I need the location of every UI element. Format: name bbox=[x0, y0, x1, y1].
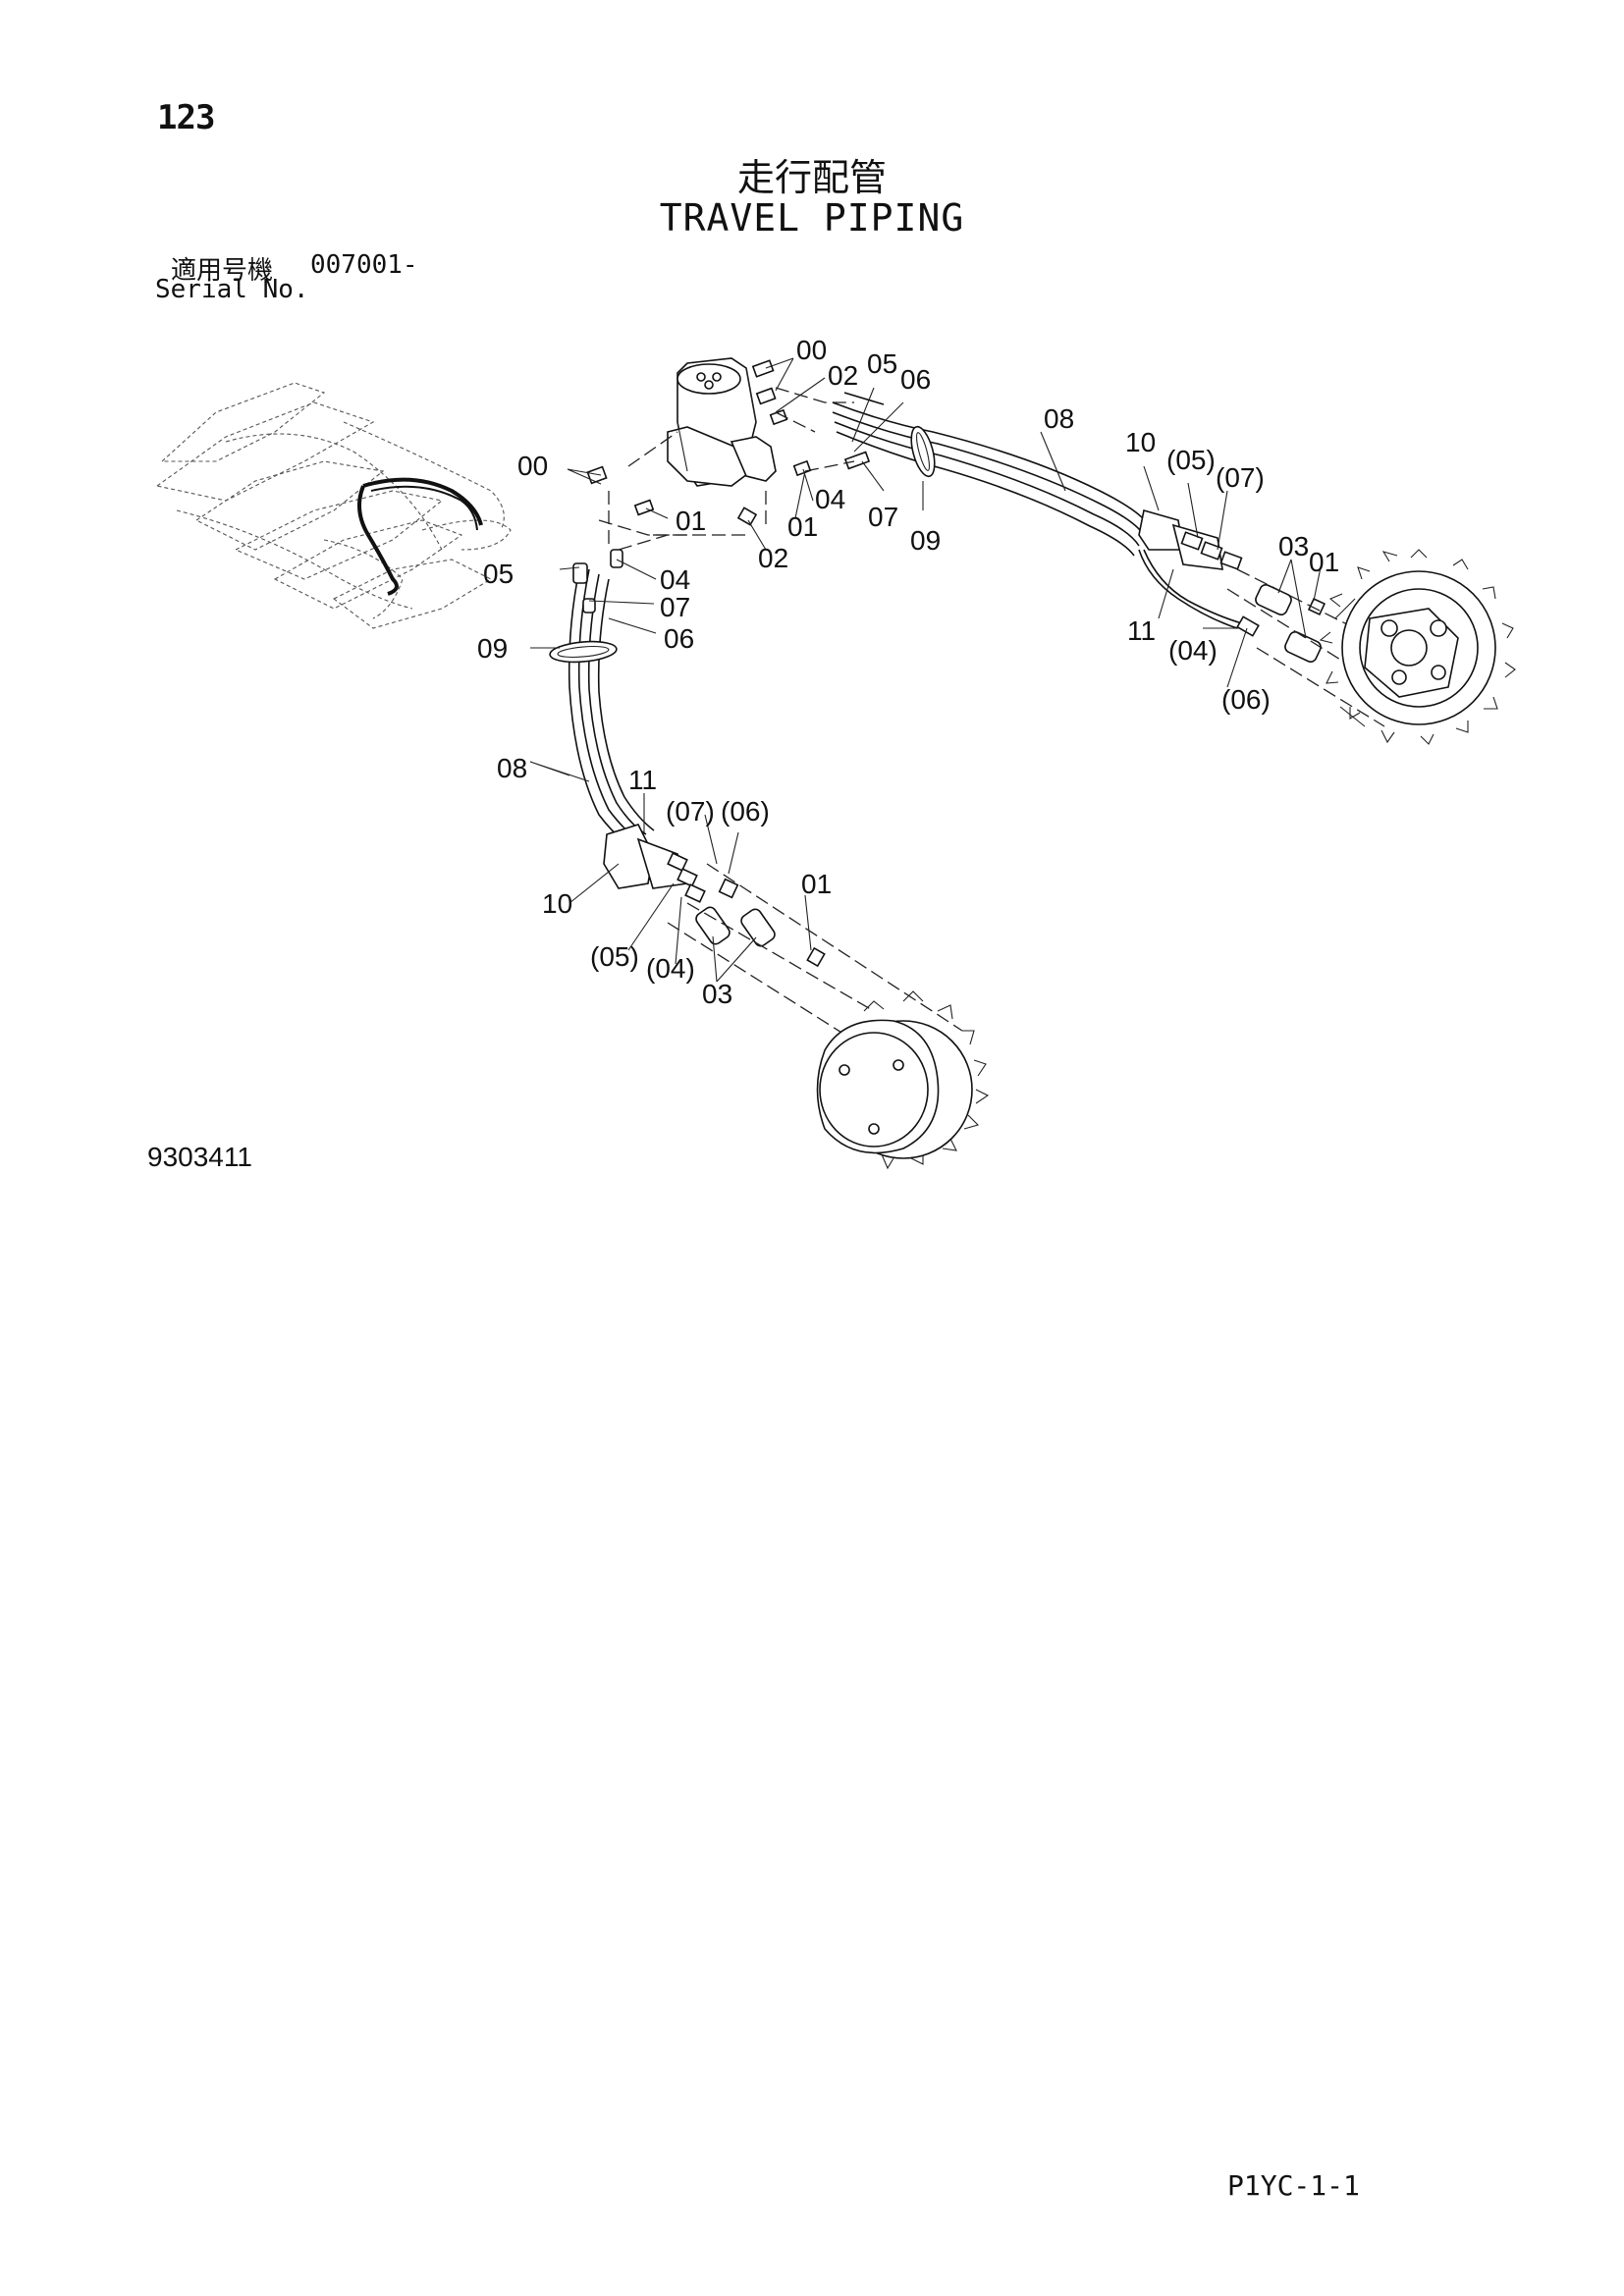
callout-label: 02 bbox=[828, 360, 858, 391]
callout-label: 08 bbox=[497, 753, 527, 783]
callout-label: 02 bbox=[758, 543, 788, 573]
serial-label-japanese: 適用号機 bbox=[171, 256, 274, 286]
drawing-number: 9303411 bbox=[147, 1142, 252, 1172]
serial-number-value: 007001- bbox=[310, 250, 418, 280]
callout-label: 01 bbox=[801, 869, 832, 899]
callout-label: 07 bbox=[660, 592, 690, 622]
callout-labels: 00 02 05 06 08 10 (05) (07) 00 01 04 07 … bbox=[477, 335, 1339, 1009]
leader-lines bbox=[529, 357, 1322, 983]
callout-label: (06) bbox=[1221, 684, 1271, 715]
right-hose-bundle bbox=[832, 392, 1150, 557]
callout-label: 04 bbox=[660, 564, 690, 595]
right-travel-motor bbox=[1319, 549, 1516, 745]
callout-label: 03 bbox=[1278, 531, 1309, 561]
callout-label: 03 bbox=[702, 979, 732, 1009]
callout-label: (04) bbox=[1168, 635, 1218, 666]
callout-label: 07 bbox=[868, 502, 898, 532]
callout-label: 01 bbox=[787, 511, 818, 542]
callout-label: 04 bbox=[815, 484, 845, 514]
page-number: 123 bbox=[157, 98, 215, 137]
serial-label-english: Serial No. bbox=[155, 275, 309, 304]
title-english: TRAVEL PIPING bbox=[659, 196, 965, 240]
right-hose-block bbox=[1138, 508, 1260, 637]
callout-label: 05 bbox=[483, 559, 514, 589]
callout-label: (07) bbox=[1216, 462, 1265, 493]
callout-label: 00 bbox=[796, 335, 827, 365]
callout-label: 10 bbox=[1125, 427, 1156, 457]
left-travel-motor bbox=[816, 990, 990, 1170]
callout-label: 00 bbox=[517, 451, 548, 481]
callout-label: (04) bbox=[646, 953, 695, 984]
left-hose-bundle bbox=[549, 549, 655, 845]
callout-label: 11 bbox=[628, 765, 657, 795]
callout-label: (05) bbox=[1166, 445, 1216, 475]
callout-label: 08 bbox=[1044, 403, 1074, 434]
callout-label: 11 bbox=[1127, 615, 1156, 646]
callout-label: 09 bbox=[910, 525, 941, 556]
callout-label: (07) bbox=[666, 796, 715, 827]
callout-label: 01 bbox=[1309, 547, 1339, 577]
callout-label: 10 bbox=[542, 888, 572, 919]
title-japanese: 走行配管 bbox=[736, 156, 887, 199]
left-hose-block bbox=[603, 824, 739, 903]
machine-overview-illustration bbox=[155, 382, 512, 629]
callout-label: 06 bbox=[664, 623, 694, 654]
callout-label: 06 bbox=[900, 364, 931, 395]
callout-label: 09 bbox=[477, 633, 508, 664]
callout-label: (06) bbox=[721, 796, 770, 827]
center-joint bbox=[667, 357, 777, 487]
callout-label: 01 bbox=[676, 506, 706, 536]
page-code: P1YC-1-1 bbox=[1227, 2169, 1360, 2202]
callout-label: (05) bbox=[590, 941, 639, 972]
callout-label: 05 bbox=[867, 348, 897, 379]
center-joint-fittings bbox=[586, 359, 871, 526]
